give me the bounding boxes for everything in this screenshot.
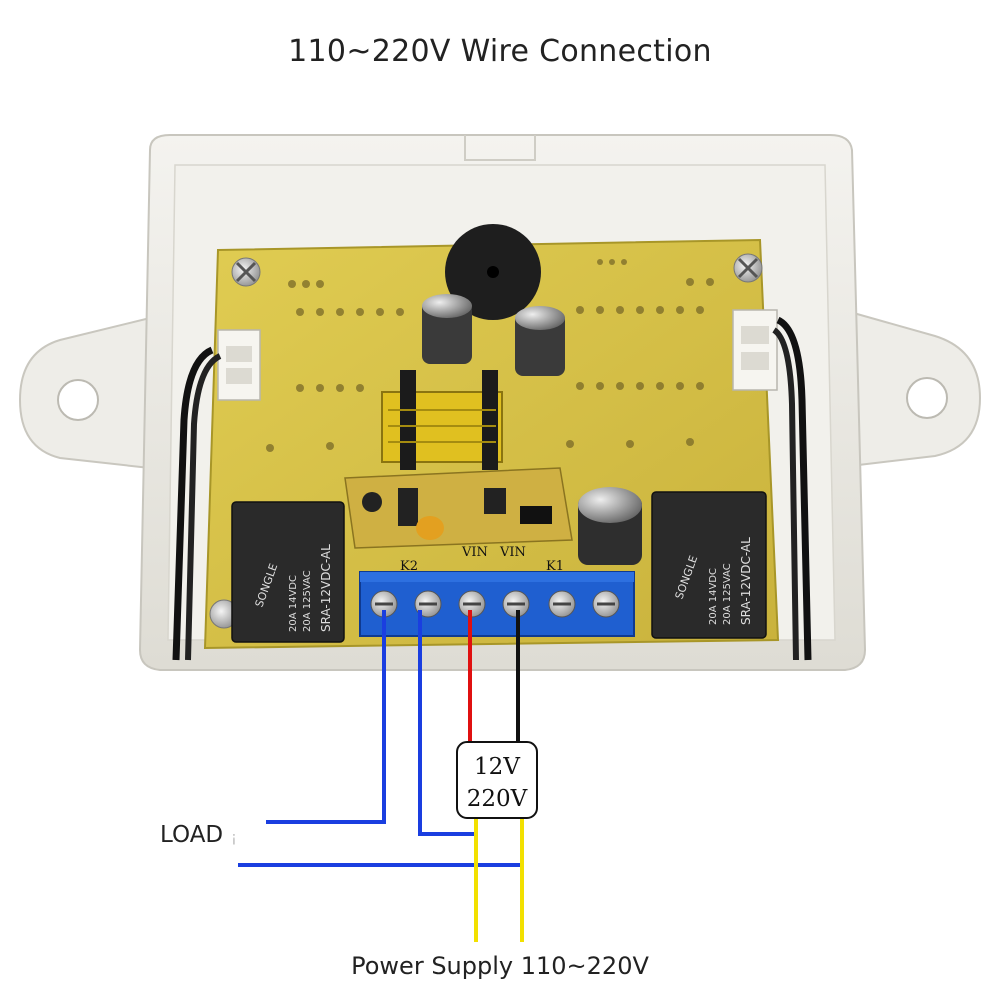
terminal-label-k2: K2 (400, 559, 418, 574)
power-module-board (344, 467, 573, 549)
load-text: LOAD (160, 822, 224, 848)
load-mark: ¡ (231, 830, 237, 846)
power-supply-box: 12V 220V (456, 741, 538, 819)
relay-model-right: SRA-12VDC-AL (739, 537, 753, 625)
screw-top-left (231, 257, 261, 287)
power-box-line1: 12V (474, 754, 520, 780)
relay-spec2-right: 20A 125VAC (722, 563, 733, 625)
buzzer (445, 224, 541, 320)
wire-load-2 (418, 610, 476, 836)
mounting-ear-right (849, 310, 982, 468)
relay-spec1-left: 20A 14VDC (288, 575, 299, 632)
power-supply-label: Power Supply 110~220V (351, 952, 649, 980)
screw-top-right (733, 253, 763, 283)
mounting-ear-left (18, 316, 151, 470)
sensor-connector-left (172, 329, 261, 661)
diagram-title: 110~220V Wire Connection (288, 34, 712, 69)
capacitor-large (578, 487, 642, 565)
terminal-label-vin2: VIN (499, 545, 526, 560)
sensor-connector-right (732, 309, 812, 661)
capacitor-middle (515, 306, 565, 376)
relay-k1: SONGLE 20A 14VDC 20A 125VAC SRA-12VDC-AL (651, 491, 767, 639)
power-box-line2: 220V (467, 786, 528, 812)
relay-spec2-left: 20A 125VAC (302, 570, 313, 632)
wire-load-1 (266, 610, 386, 824)
terminal-screw-5 (548, 590, 576, 618)
terminal-screws (370, 590, 620, 618)
terminal-label-k1: K1 (546, 559, 564, 574)
relay-model-left: SRA-12VDC-AL (319, 544, 333, 632)
terminal-screw-6 (592, 590, 620, 618)
load-label: LOAD ¡ (160, 822, 237, 848)
terminal-screw-3 (458, 590, 486, 618)
relay-k2: SONGLE 20A 14VDC 20A 125VAC SRA-12VDC-AL (231, 501, 345, 643)
capacitor-left (422, 294, 472, 364)
terminal-label-vin1: VIN (461, 545, 488, 560)
relay-spec1-right: 20A 14VDC (708, 568, 719, 625)
transformer (381, 370, 503, 470)
wiring (238, 610, 524, 942)
terminal-block (359, 571, 635, 637)
